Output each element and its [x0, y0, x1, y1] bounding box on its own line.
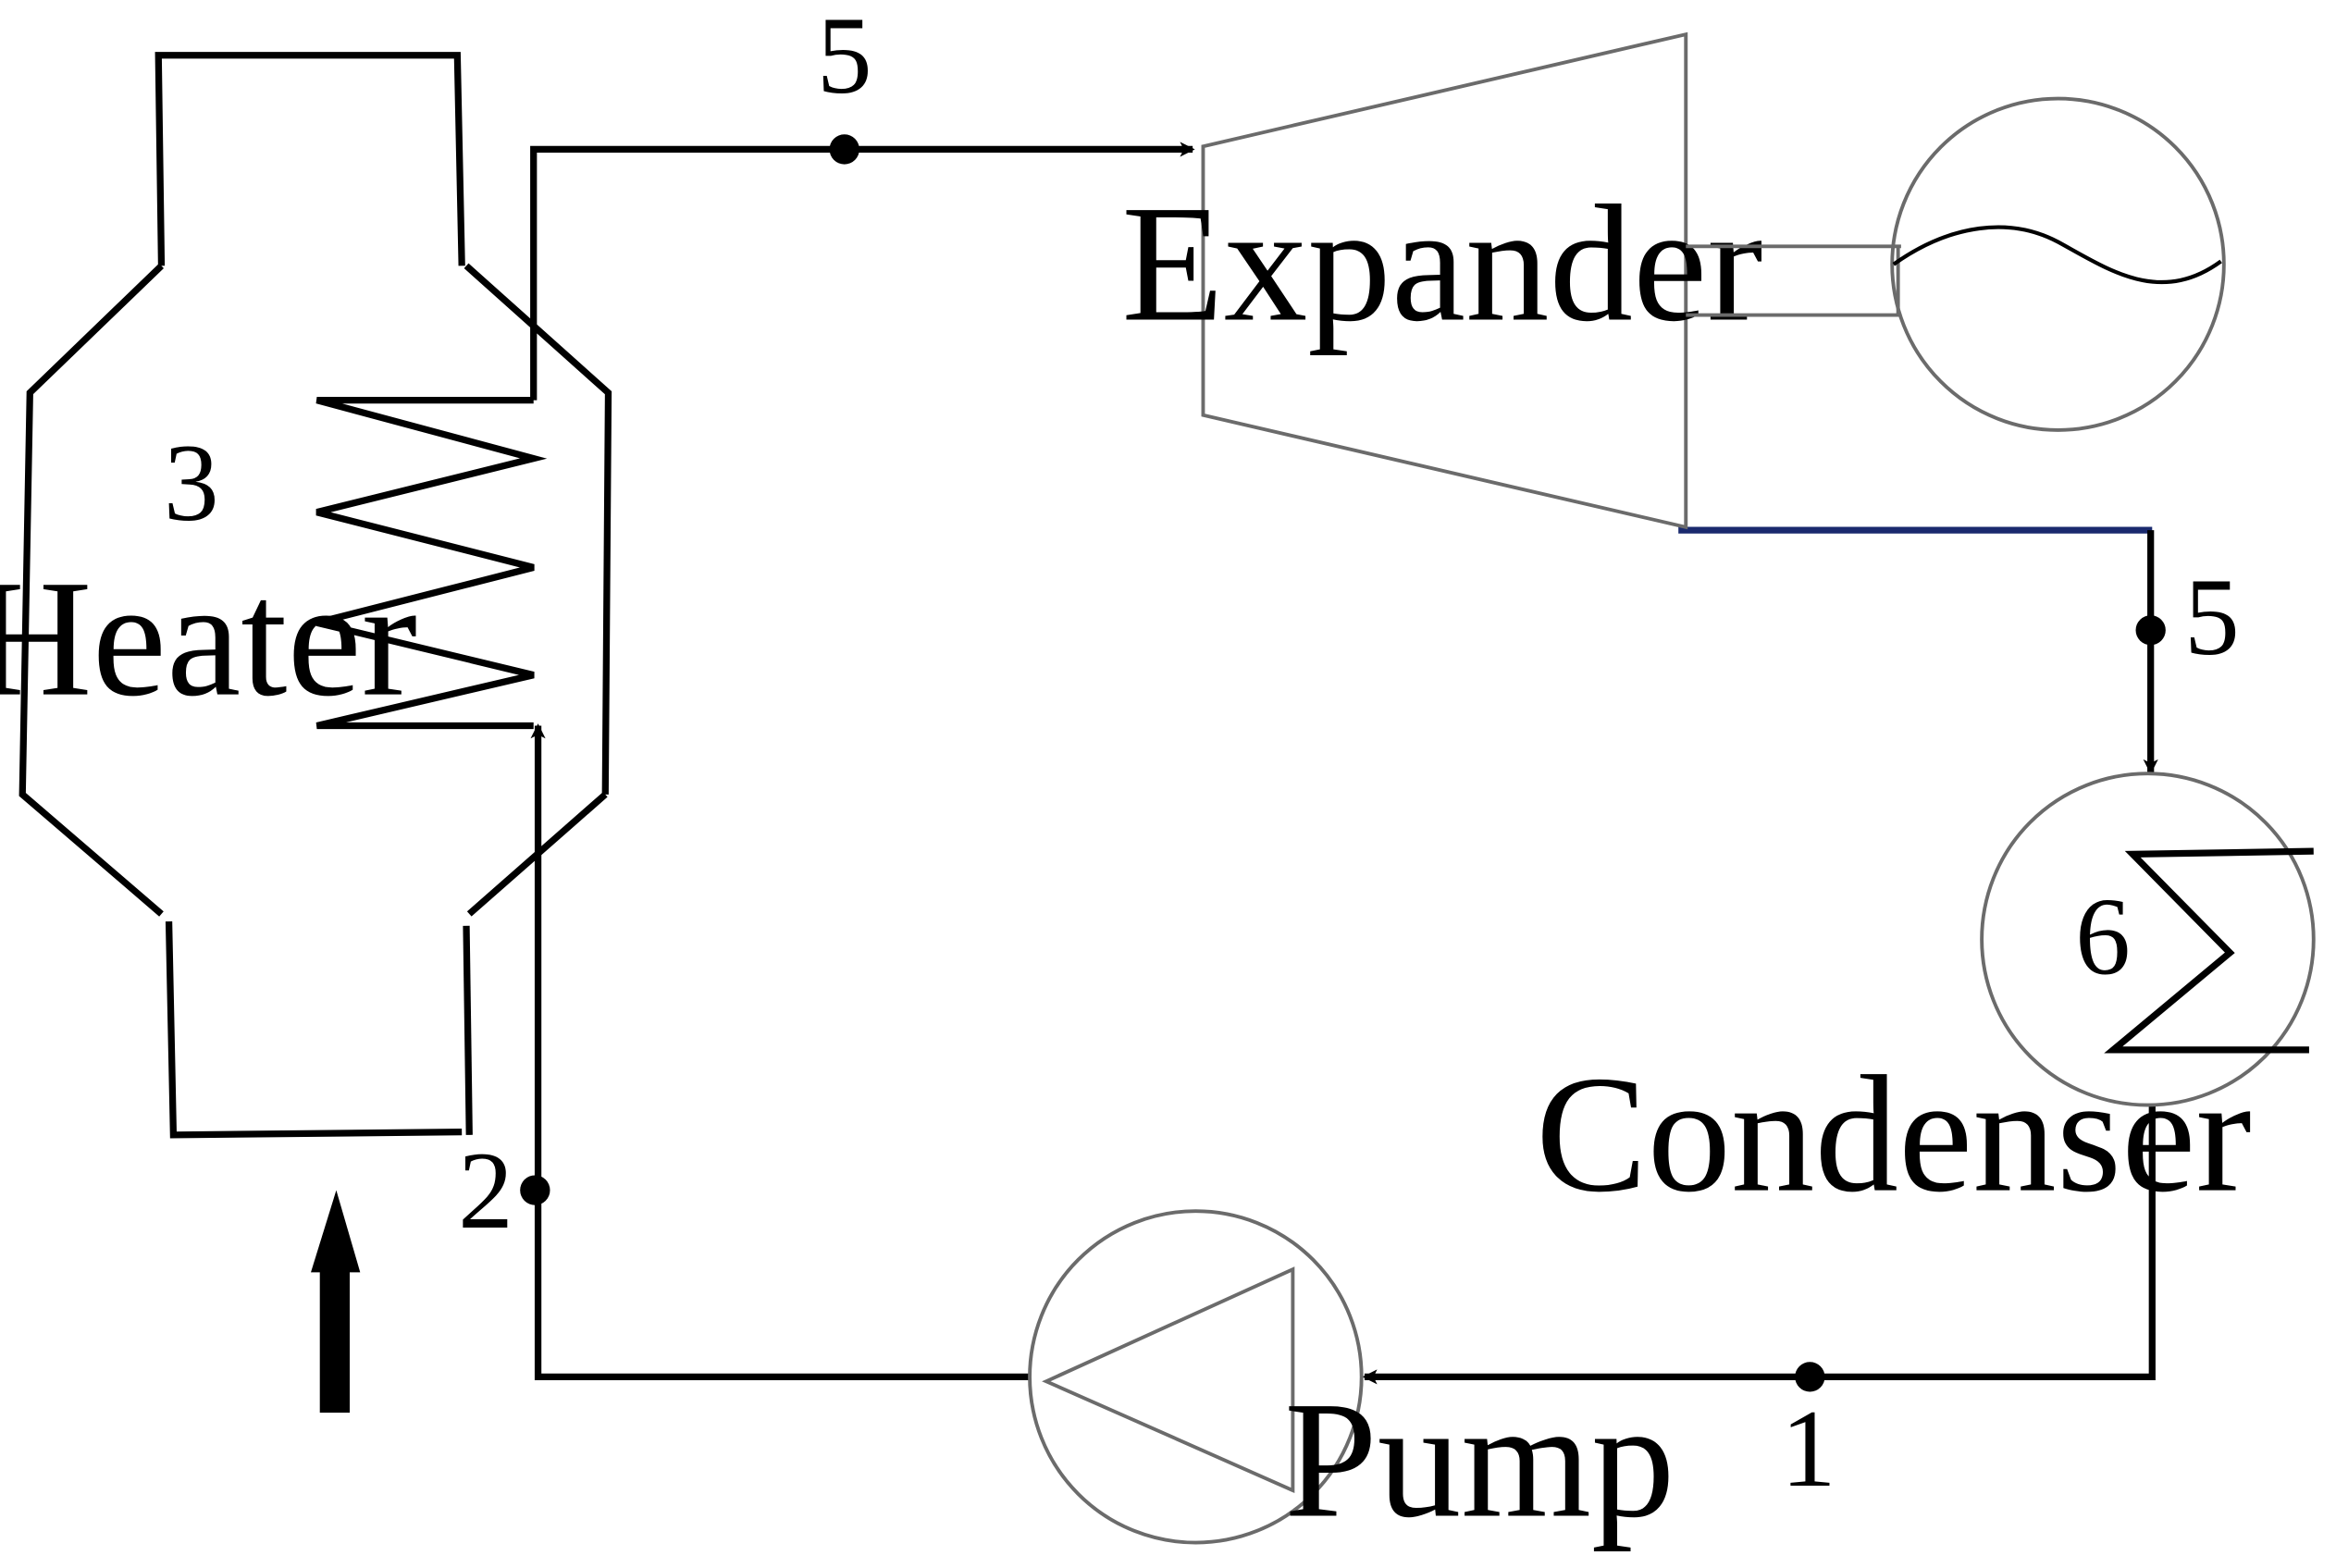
heater-top-stack — [154, 52, 465, 266]
heater-left-wall — [19, 263, 164, 917]
generator-icon — [1890, 96, 2226, 432]
pipe-pump-to-heater — [530, 723, 1029, 1381]
expander-body — [1201, 31, 1688, 530]
heater-bottom-stack — [165, 920, 463, 1139]
heater-right-wall-upper — [463, 263, 612, 795]
state-point-4-label: 5 — [817, 0, 872, 117]
state-point-2-dot — [520, 1175, 550, 1205]
state-point-5-label-text: 5 — [2184, 556, 2240, 678]
pump — [1028, 1209, 1364, 1545]
condenser-state-number: 6 — [2075, 876, 2131, 998]
condenser-label: Condenser — [1536, 1043, 2252, 1228]
condenser-coil-icon — [2104, 847, 2314, 1054]
expander-label: Expander — [1121, 172, 1762, 357]
heater-bottom-stack-right — [463, 925, 473, 1135]
pump-label: Pump — [1284, 1368, 1675, 1553]
heater — [19, 52, 612, 1414]
heater-label: Heater — [0, 547, 417, 732]
pipe-heater-to-expander — [530, 142, 1195, 401]
heat-input-arrow-icon — [311, 1190, 361, 1414]
pipe-condenser-to-pump — [1362, 1105, 2156, 1385]
heater-coil — [315, 396, 548, 730]
condenser — [1980, 772, 2316, 1107]
state-point-4-dot — [829, 134, 859, 165]
state-point-1-label: 1 — [1781, 1388, 1836, 1510]
pump-triangle-icon — [1042, 1266, 1295, 1494]
state-point-5-dot — [2135, 615, 2166, 646]
state-point-1-dot — [1795, 1362, 1825, 1392]
state-point-2-label: 2 — [458, 1130, 513, 1252]
heater-state-number: 3 — [164, 422, 219, 544]
